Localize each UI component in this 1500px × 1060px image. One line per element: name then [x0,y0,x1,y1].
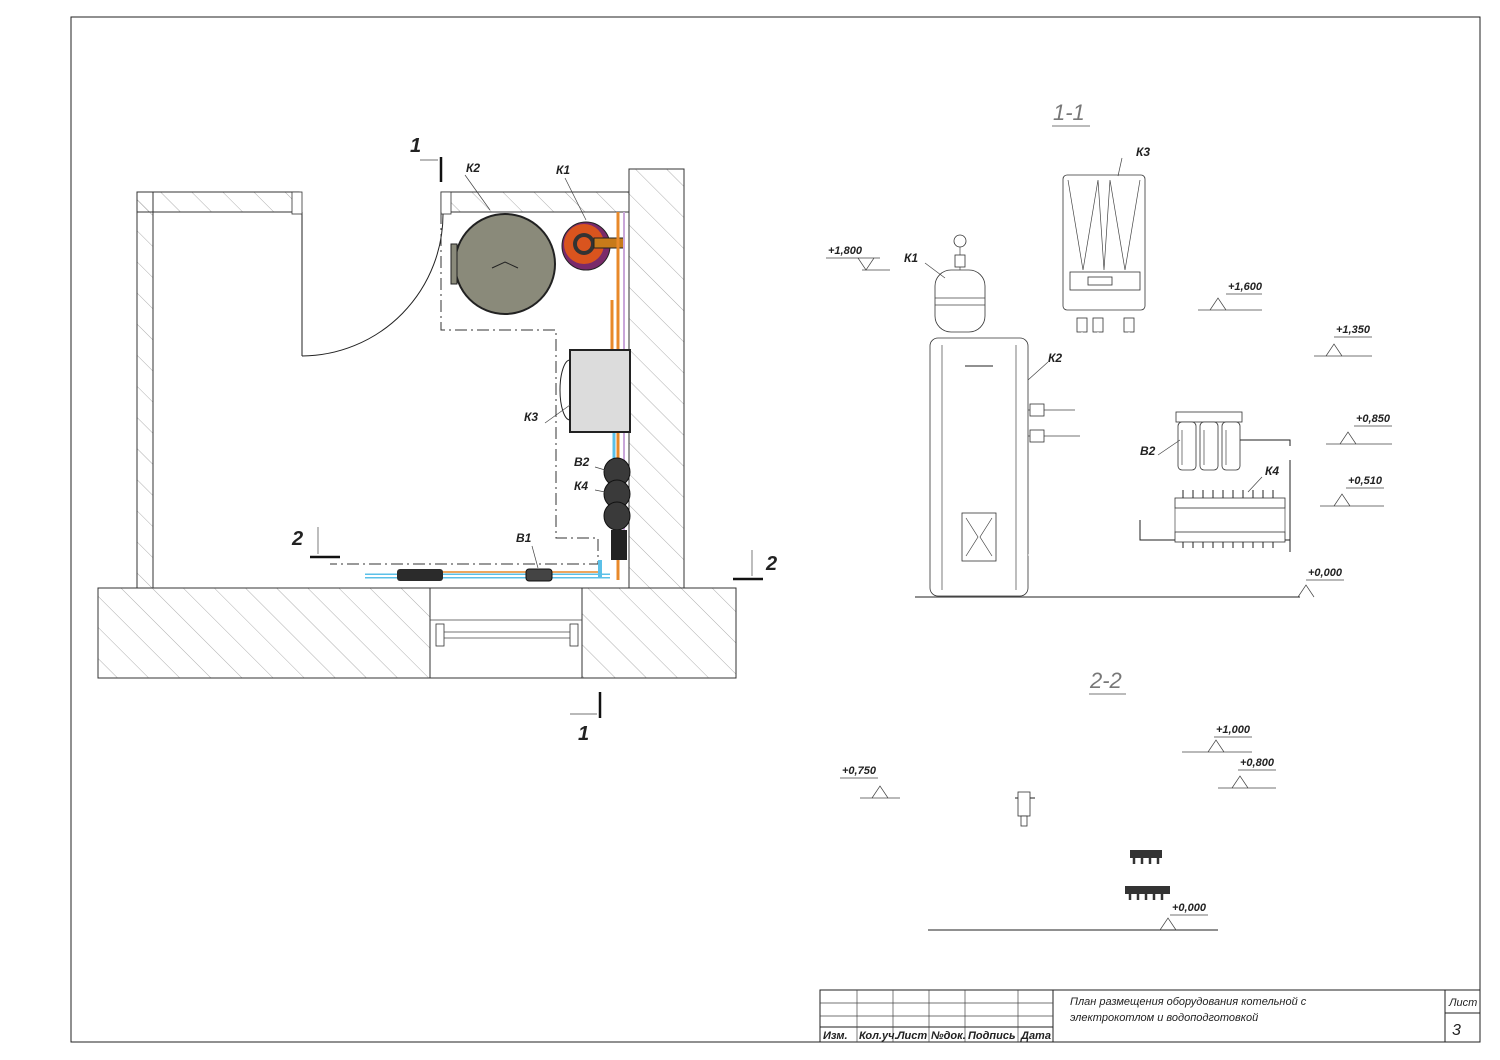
k3-electric-boiler [569,349,631,433]
label-k1-section: К1 [904,251,918,265]
tb-sheet-number: 3 [1452,1022,1461,1039]
sheet-frame [70,16,1481,1043]
svg-text:+0,850: +0,850 [1356,413,1391,425]
label-k3-section: К3 [1136,145,1150,159]
tb-title-line-2: электрокотлом и водоподготовкой [1070,1012,1258,1024]
svg-text:+0,510: +0,510 [1348,475,1383,487]
svg-text:+1,350: +1,350 [1336,324,1371,336]
tb-col-koluch: Кол.уч. [859,1030,898,1042]
label-k2-section: К2 [1048,351,1062,365]
label-k3-plan: К3 [524,410,538,424]
level-marks-1-1: +1,800 +1,600 +1,350 +0,850 +0,510 +0,00… [826,245,1392,598]
section-2-2-title: 2-2 [1089,668,1122,693]
cut-marks: 1 1 2 2 [291,135,777,745]
k2-storage-tank [454,213,556,315]
k2-cylinder-elevation [929,337,1029,597]
title-block: Изм. Кол.уч. Лист №док. Подпись Дата Пла… [819,989,1481,1043]
label-k1-plan: К1 [556,163,570,177]
tb-col-izm: Изм. [823,1030,848,1042]
svg-text:+1,600: +1,600 [1228,281,1263,293]
label-b2-plan: В2 [574,455,590,469]
label-k4-plan: К4 [574,479,588,493]
label-k4-section: К4 [1265,464,1279,478]
tb-title-line-1: План размещения оборудования котельной с [1070,996,1307,1008]
label-k2-plan: К2 [466,161,480,175]
section-1-1: 1-1 [826,100,1392,598]
svg-text:+0,800: +0,800 [1240,757,1275,769]
cut-mark-1-bottom: 1 [578,723,589,745]
tb-col-data: Дата [1020,1030,1051,1042]
tb-col-ndok: №док. [931,1030,966,1042]
level-marks-2-2: +1,000 +0,800 +0,750 +0,000 [840,724,1276,931]
tb-col-list: Лист [896,1030,927,1042]
svg-text:+1,000: +1,000 [1216,724,1251,736]
section-1-1-title: 1-1 [1053,100,1085,125]
tb-sheet-label: Лист [1448,997,1477,1009]
tb-col-podpis: Подпись [968,1030,1016,1042]
b1-filter [525,568,553,582]
k4-manifold-elevation [1174,490,1286,548]
svg-text:+0,000: +0,000 [1172,902,1207,914]
plan-labels: К2 К1 К3 В2 К4 В1 [464,161,606,569]
k1-vessel-elevation [934,269,986,333]
label-b2-section: В2 [1140,444,1156,458]
svg-text:+0,000: +0,000 [1308,567,1343,579]
svg-text:+1,800: +1,800 [828,245,863,257]
cut-mark-2-left: 2 [291,528,303,550]
b2-filters-elevation [1175,411,1243,471]
room-plan [97,168,737,679]
b1-filter-elevation [1017,791,1031,817]
svg-text:+0,750: +0,750 [842,765,877,777]
cut-mark-1-top: 1 [410,135,421,157]
plan-equipment [365,212,631,582]
label-b1-plan: В1 [516,531,532,545]
cut-mark-2-right: 2 [765,553,777,575]
section-2-2: 2-2 +1,000 +0,800 +0,750 [840,668,1276,931]
